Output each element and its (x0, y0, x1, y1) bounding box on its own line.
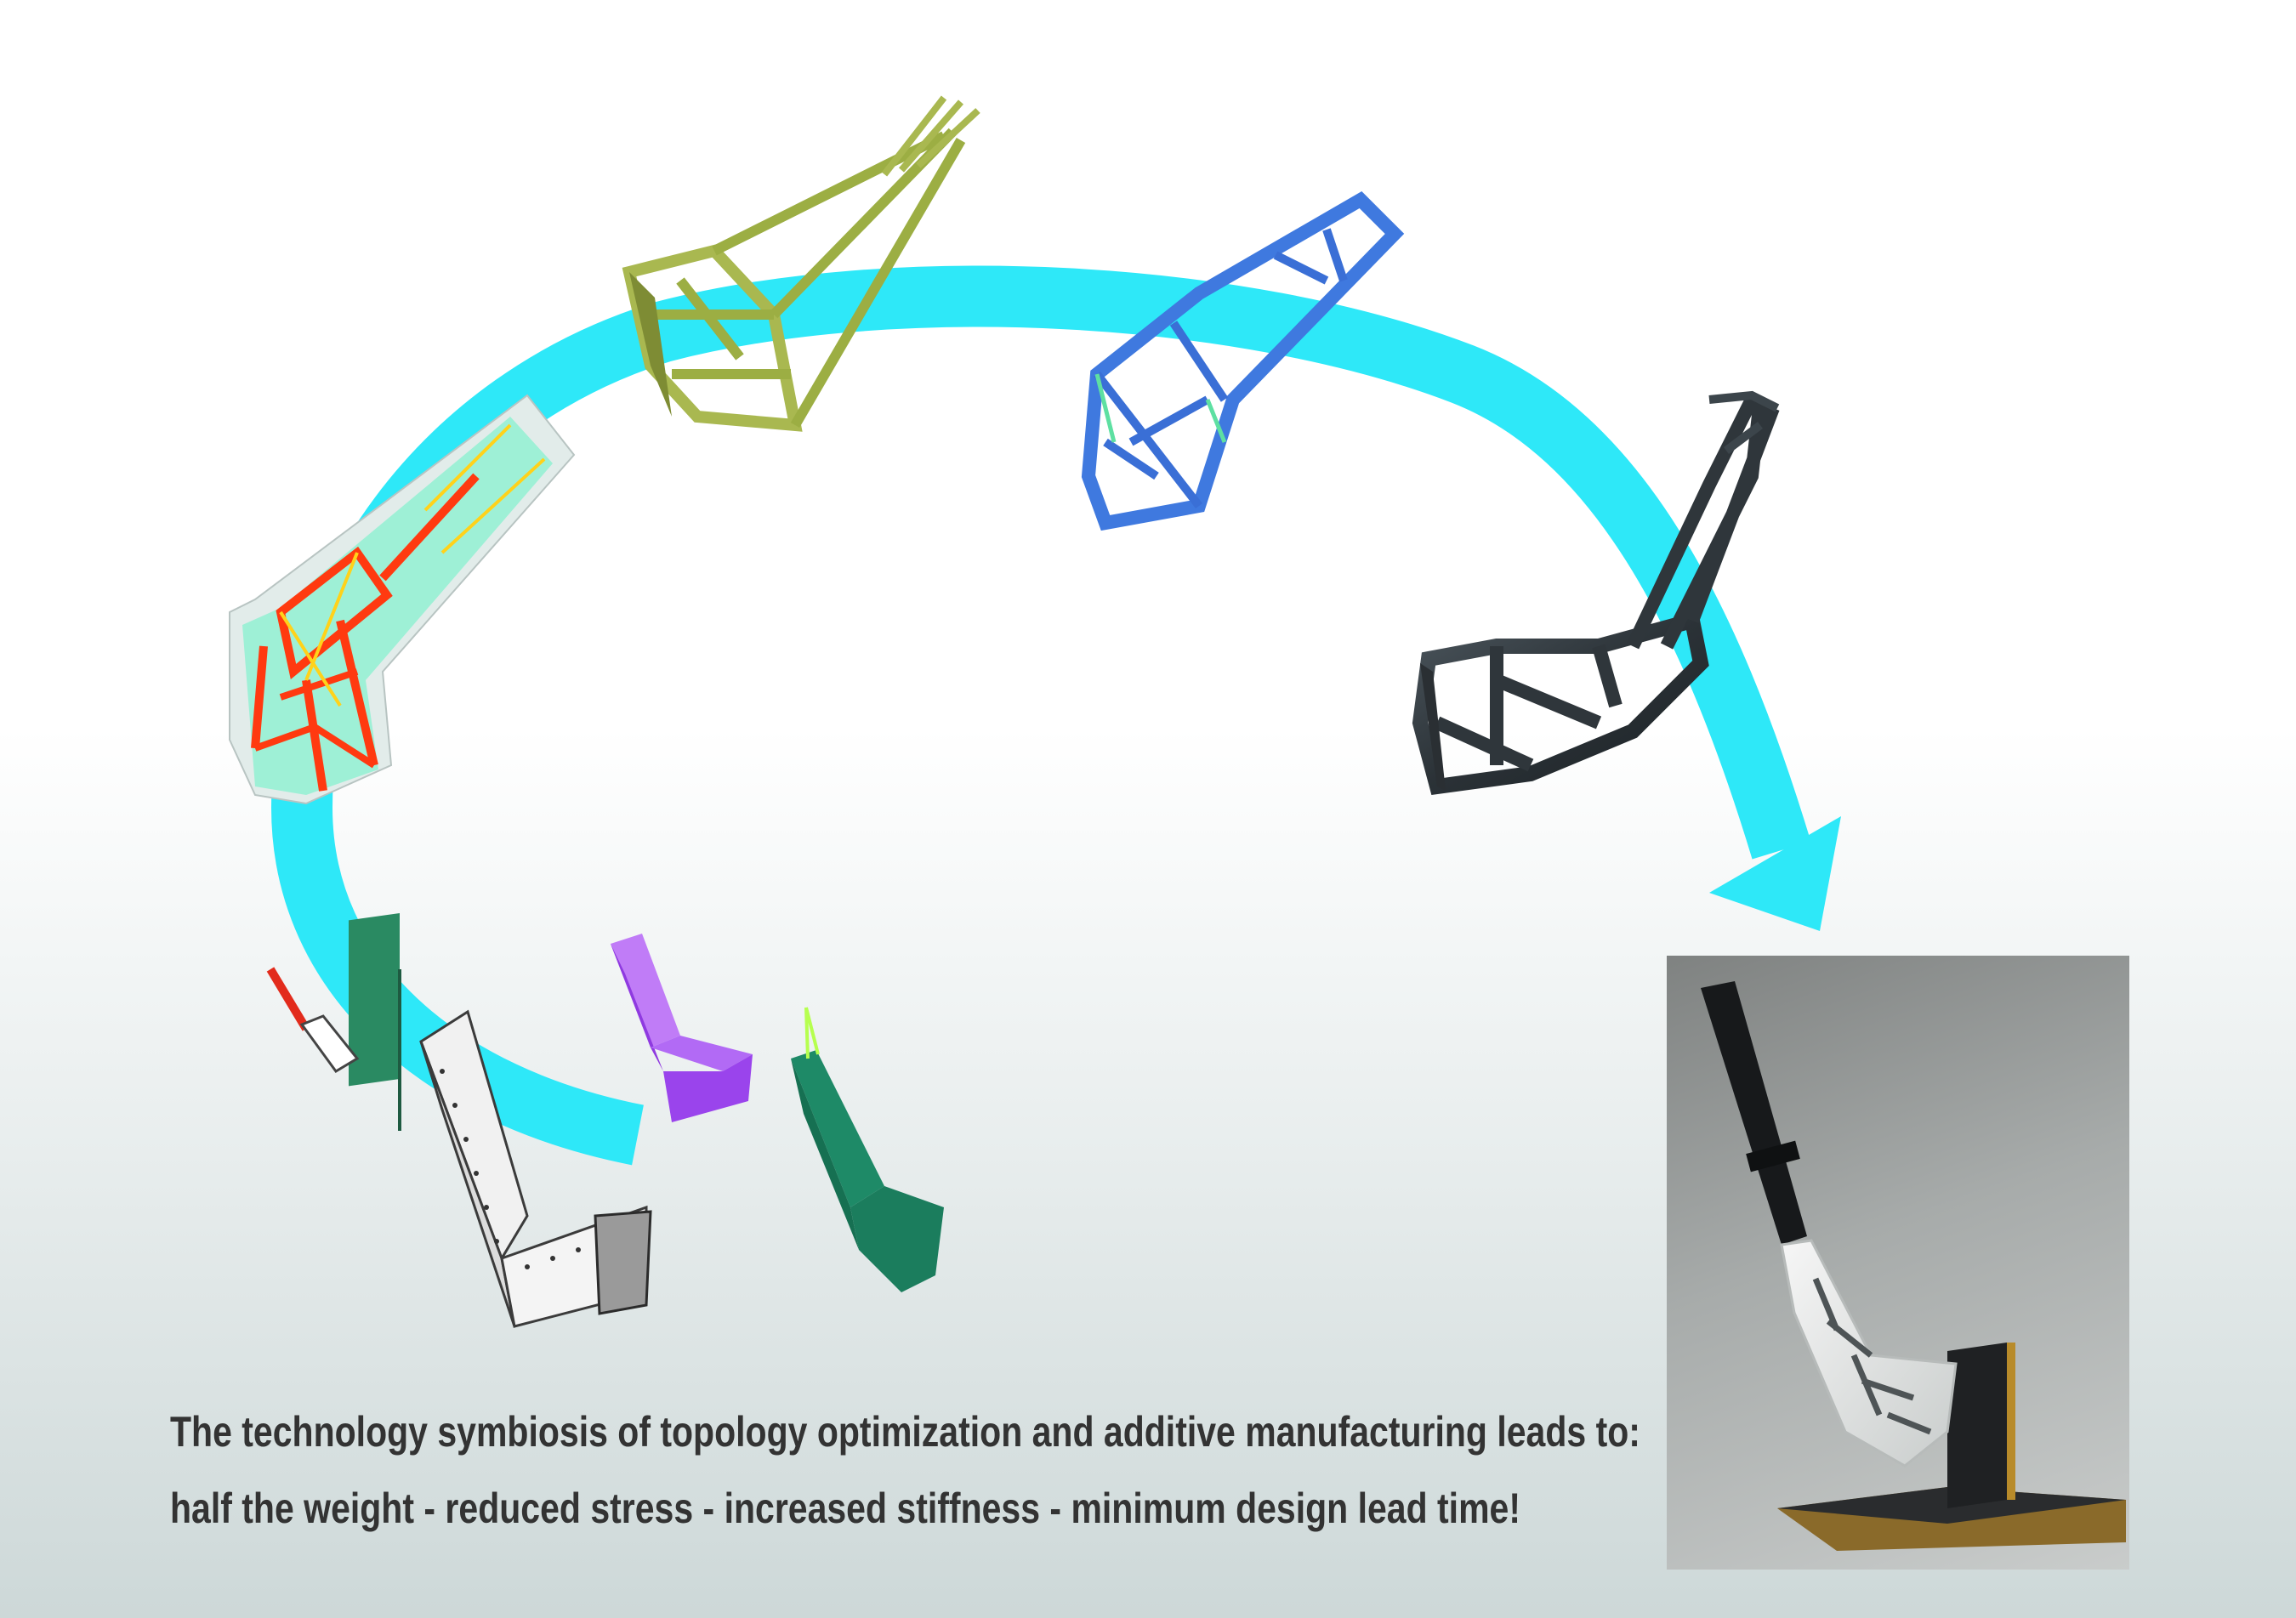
green-plate (349, 912, 400, 1087)
printed-part-struts (1434, 396, 1780, 772)
mesh-column (791, 1050, 884, 1207)
photo-tube (1701, 981, 1807, 1245)
original-bracket-model (266, 912, 401, 1131)
design-space-model (611, 934, 753, 1122)
caption-line-1: The technology symbiosis of topology opt… (170, 1408, 1640, 1456)
process-arrow-head (1709, 816, 1841, 931)
topology-result-model (622, 95, 980, 432)
green-lattice-struts (646, 128, 966, 429)
final-photo (1667, 956, 2129, 1570)
lever-arm (299, 1014, 360, 1073)
caption-line-2: half the weight - reduced stress - incre… (170, 1485, 1520, 1532)
printed-part-model (1412, 390, 1780, 795)
design-space-base-front (663, 1054, 753, 1122)
mesh-column-side (791, 1059, 859, 1250)
riveted-sheet-metal-model (419, 1009, 652, 1328)
photo-lattice-holes (1812, 1277, 1932, 1435)
final-photo-illustration (1701, 981, 2126, 1551)
smoothed-design-model (1081, 190, 1405, 531)
load-line-1 (804, 1007, 810, 1059)
stress-hotspot-path (251, 473, 480, 792)
printed-part-face (1420, 663, 1446, 791)
blue-lattice-frame (1081, 190, 1405, 531)
design-space-base-top (651, 1036, 753, 1071)
box-beam-upper (419, 1009, 529, 1262)
printed-part-body (1412, 610, 1709, 795)
stress-body (242, 417, 553, 795)
mesh-base (850, 1186, 944, 1292)
design-space-top (611, 934, 680, 1047)
stress-hotspot-path-2 (253, 668, 377, 769)
process-arrow (270, 265, 1841, 1166)
box-beam-flange (594, 1210, 652, 1315)
photo-tube-collar (1746, 1140, 1800, 1172)
red-lever-rod (266, 967, 310, 1031)
rivet-row (440, 1069, 581, 1269)
printed-part-tines (1708, 390, 1780, 454)
blue-lattice-highlights (1094, 373, 1227, 443)
green-lattice-side (629, 272, 672, 417)
green-lattice-tines (881, 95, 980, 177)
photo-support-block (1947, 1343, 2007, 1508)
load-line-2 (804, 1007, 820, 1055)
stress-lattice (279, 423, 546, 707)
process-arrow-body (270, 265, 1811, 1166)
stress-analysis-model (229, 394, 576, 805)
photo-support-edge (2007, 1343, 2015, 1500)
fe-mesh-model (791, 1007, 944, 1292)
design-space-side (611, 944, 663, 1071)
blue-lattice-struts (1094, 228, 1348, 509)
